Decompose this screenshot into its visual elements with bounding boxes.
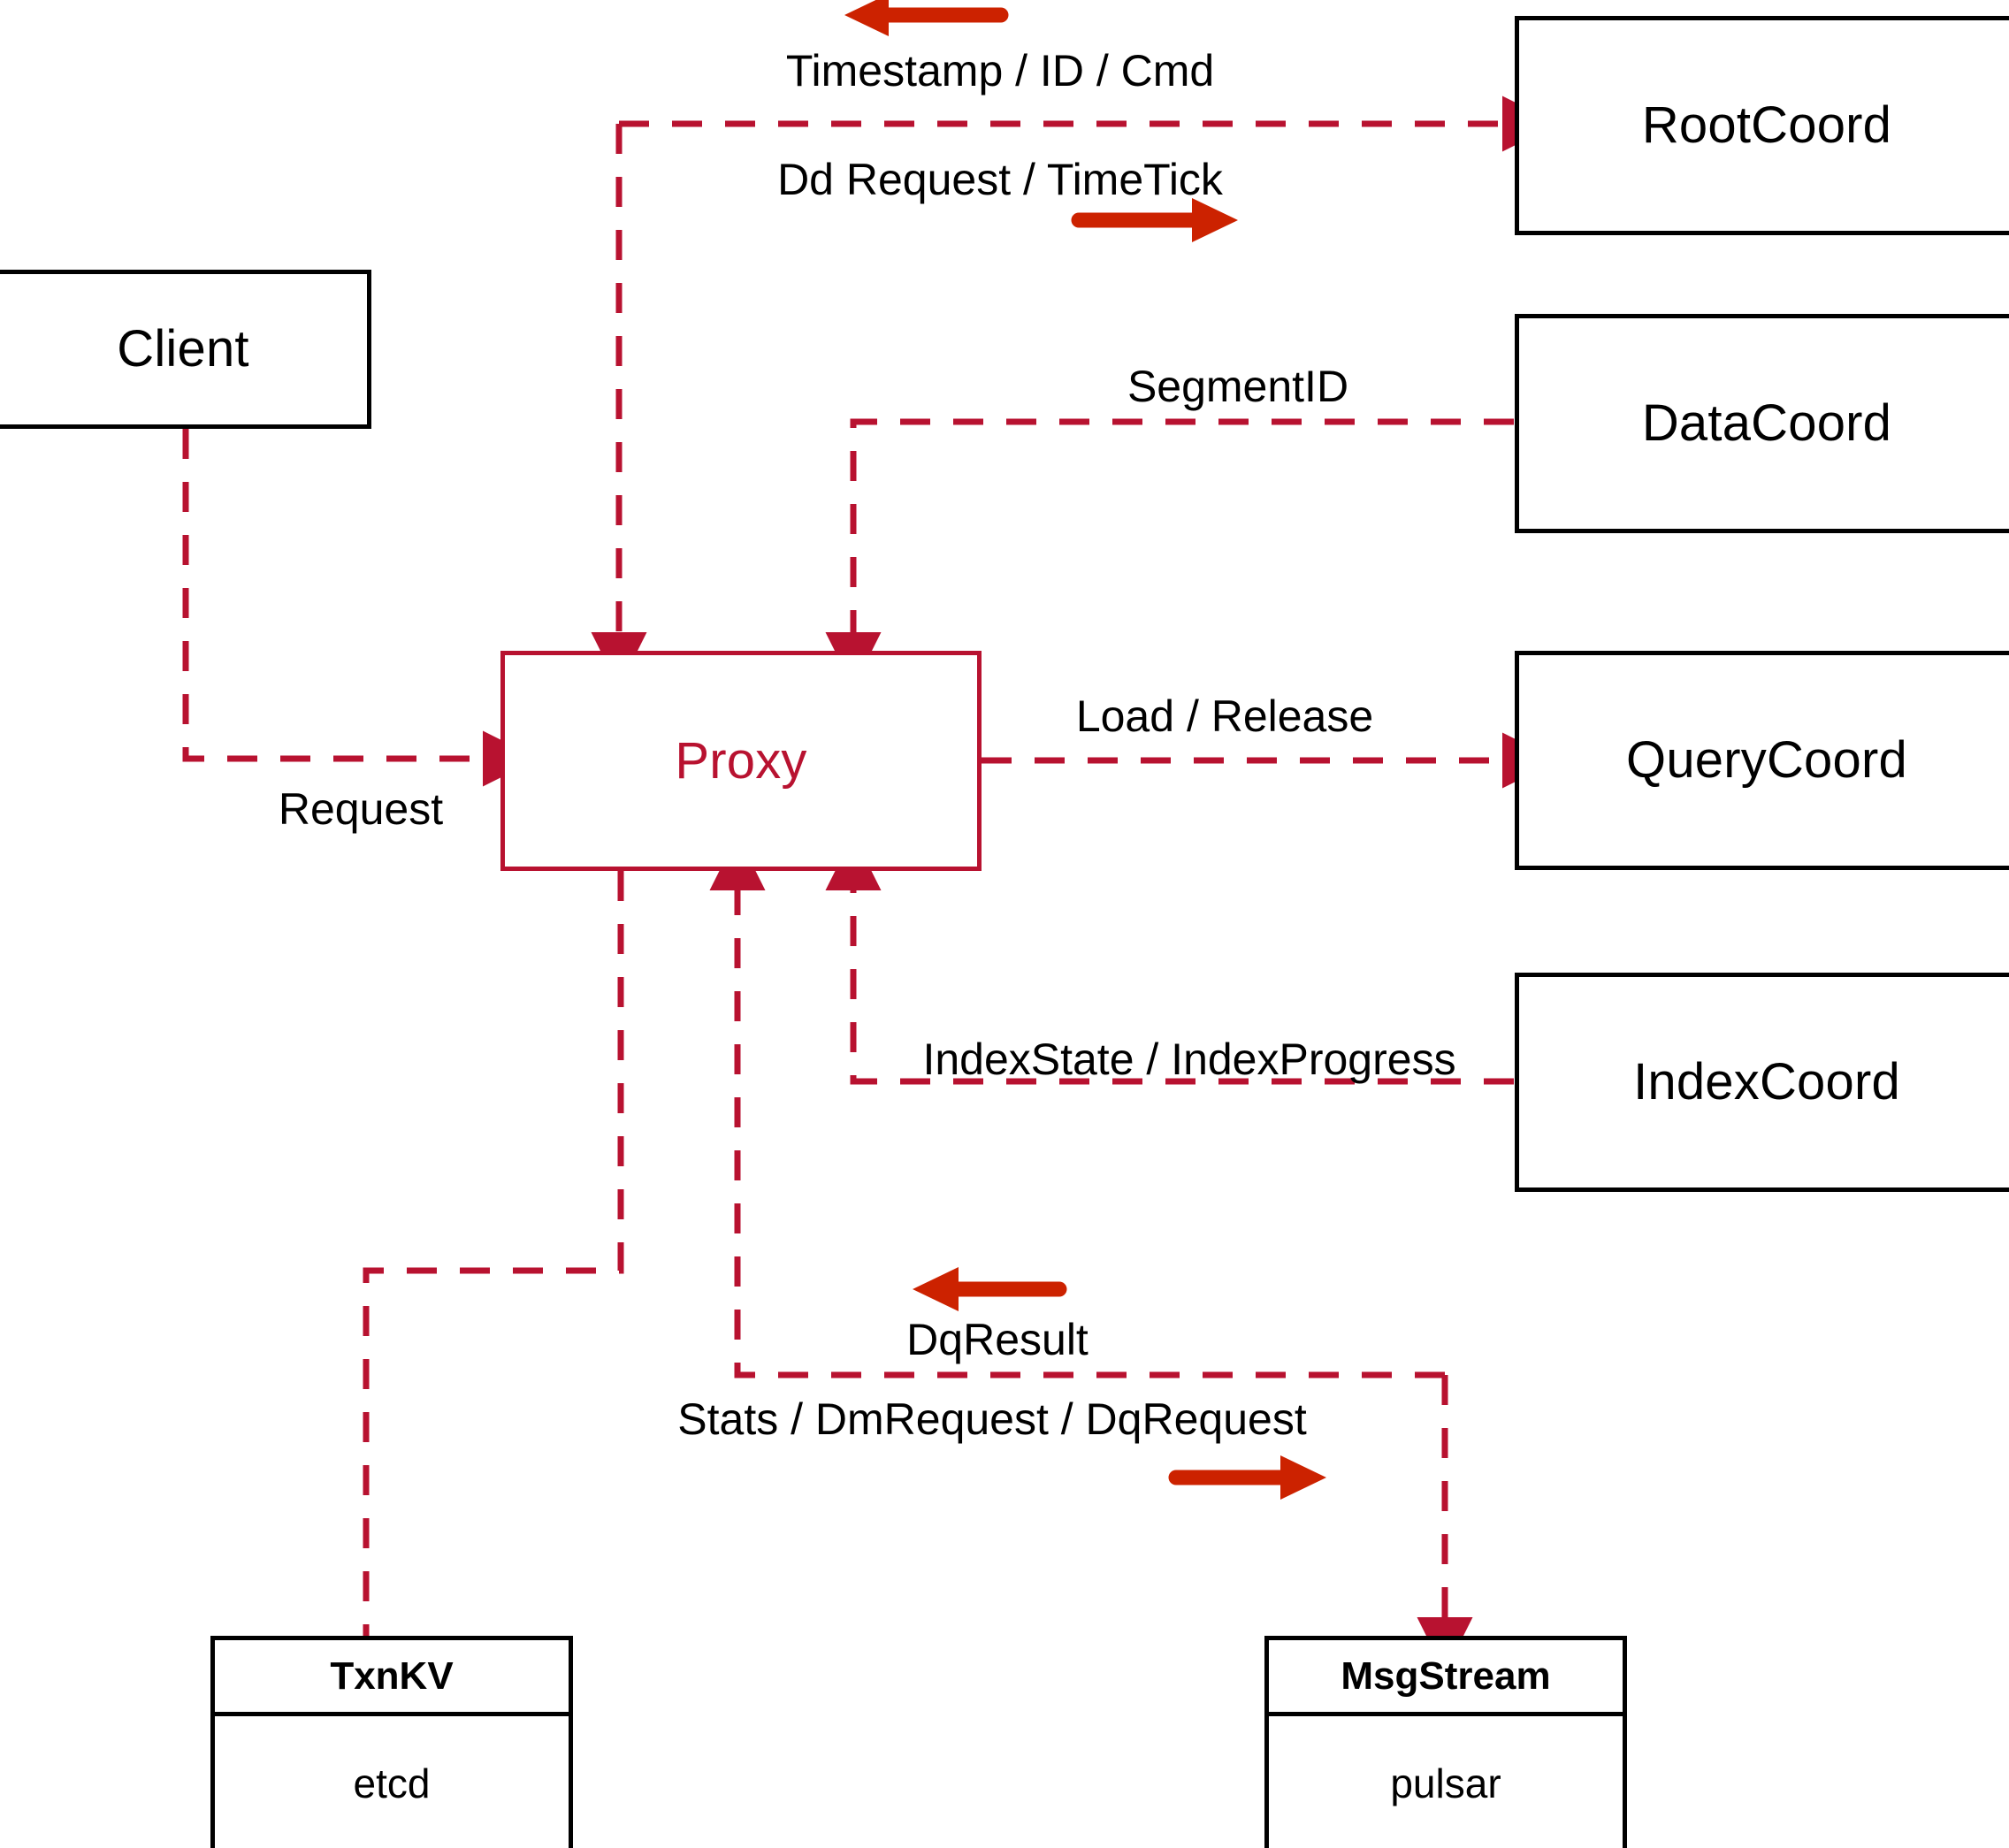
node-msgstream-title: MsgStream [1341, 1653, 1551, 1698]
edge-msgstream-to-proxy [709, 835, 1445, 1378]
direction-arrow-right-msgstream [1168, 1455, 1326, 1500]
node-indexcoord[interactable]: IndexCoord [1515, 973, 2009, 1192]
edge-label-index-state-progress: IndexState / IndexProgress [922, 1035, 1456, 1084]
node-indexcoord-label: IndexCoord [1633, 1053, 1900, 1111]
direction-arrow-right-rootcoord [1071, 198, 1238, 242]
edge-label-stats-dm-dq-request: Stats / DmRequest / DqRequest [677, 1394, 1307, 1444]
edge-label-dd-request-timetick: Dd Request / TimeTick [777, 155, 1223, 204]
direction-arrow-left-top [844, 0, 1009, 36]
edge-label-load-release: Load / Release [1075, 691, 1374, 741]
node-client[interactable]: Client [0, 270, 371, 429]
node-txnkv[interactable]: TxnKV etcd [210, 1636, 573, 1848]
node-rootcoord-label: RootCoord [1641, 96, 1892, 154]
node-rootcoord[interactable]: RootCoord [1515, 16, 2009, 235]
node-msgstream-header: MsgStream [1269, 1640, 1623, 1716]
node-txnkv-body: etcd [215, 1716, 569, 1848]
node-msgstream-impl: pulsar [1390, 1760, 1501, 1806]
node-proxy-label: Proxy [675, 731, 807, 790]
node-txnkv-header: TxnKV [215, 1640, 569, 1716]
edge-label-segment-id: SegmentID [1127, 362, 1349, 411]
node-msgstream-body: pulsar [1269, 1716, 1623, 1848]
node-proxy[interactable]: Proxy [500, 651, 982, 871]
edge-label-timestamp-id-cmd: Timestamp / ID / Cmd [785, 46, 1215, 95]
node-querycoord[interactable]: QueryCoord [1515, 651, 2009, 870]
edge-label-dq-result: DqResult [906, 1315, 1089, 1364]
node-datacoord-label: DataCoord [1641, 394, 1892, 452]
edge-datacoord-to-proxy [825, 418, 1514, 688]
node-txnkv-impl: etcd [353, 1760, 431, 1806]
node-datacoord[interactable]: DataCoord [1515, 314, 2009, 533]
node-txnkv-title: TxnKV [330, 1653, 454, 1698]
edge-label-request: Request [278, 784, 444, 834]
direction-arrow-left-dqresult [913, 1267, 1067, 1311]
node-client-label: Client [117, 320, 249, 378]
edge-proxy-to-txnkv [363, 871, 624, 1636]
node-querycoord-label: QueryCoord [1626, 731, 1907, 789]
edge-client-to-proxy [182, 429, 539, 787]
node-msgstream[interactable]: MsgStream pulsar [1264, 1636, 1627, 1848]
